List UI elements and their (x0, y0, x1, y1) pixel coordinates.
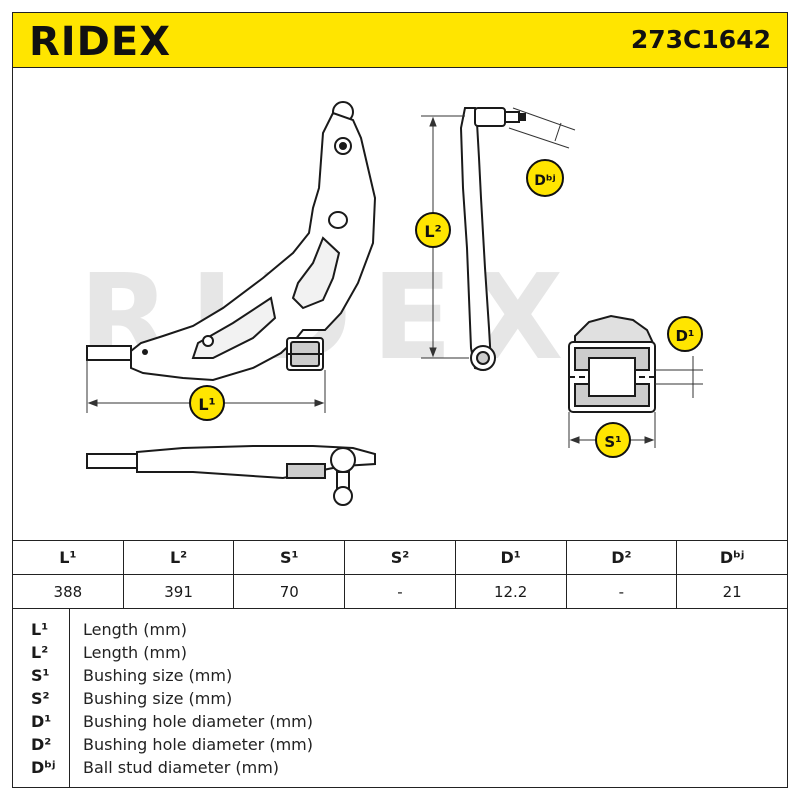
badge-l1: L¹ (189, 385, 225, 421)
legend: L¹ Length (mm) L² Length (mm) S¹ Bushing… (12, 608, 788, 788)
badge-l2: L² (415, 212, 451, 248)
badge-s1-text: S¹ (604, 433, 621, 451)
drawing-canvas: RIDEX (79, 101, 703, 506)
spec-header-row: L¹ L² S¹ S² D¹ D² Dᵇʲ (12, 540, 788, 575)
legend-description: Bushing hole diameter (mm) (83, 712, 313, 731)
spec-header: S¹ (233, 540, 346, 575)
legend-item: S² Bushing size (mm) (13, 689, 787, 711)
spec-value: 388 (12, 574, 124, 609)
spec-value: 70 (233, 574, 346, 609)
legend-key: L¹ (31, 620, 49, 639)
legend-divider (69, 608, 70, 787)
legend-description: Bushing size (mm) (83, 666, 233, 685)
legend-item: D¹ Bushing hole diameter (mm) (13, 712, 787, 734)
logo-text: RIDEX (29, 21, 171, 61)
legend-item: L² Length (mm) (13, 643, 787, 665)
badge-dbj: Dᵇʲ (526, 159, 564, 197)
badge-s1: S¹ (595, 422, 631, 458)
spec-value: - (565, 574, 678, 609)
part-number: 273C1642 (630, 25, 771, 54)
legend-item: S¹ Bushing size (mm) (13, 666, 787, 688)
dimension-s1 (568, 412, 656, 448)
spec-value: 391 (122, 574, 235, 609)
spec-header: L¹ (12, 540, 124, 575)
dimension-dbj (508, 107, 576, 149)
legend-key: D² (31, 735, 52, 754)
badge-d1-text: D¹ (675, 327, 694, 345)
control-arm-top-view (86, 101, 377, 382)
spec-header: Dᵇʲ (676, 540, 788, 575)
badge-l1-text: L¹ (198, 395, 215, 414)
badge-d1: D¹ (667, 316, 703, 352)
spec-table: L¹ L² S¹ S² D¹ D² Dᵇʲ 388 391 70 - 12.2 … (12, 540, 788, 609)
spec-value: - (344, 574, 456, 609)
legend-key: S¹ (31, 666, 50, 685)
control-arm-side-view (459, 107, 526, 372)
dimension-d1 (655, 356, 703, 398)
legend-description: Length (mm) (83, 620, 187, 639)
header-bar: RIDEX 273C1642 (12, 12, 788, 68)
legend-description: Ball stud diameter (mm) (83, 758, 280, 777)
legend-description: Bushing hole diameter (mm) (83, 735, 313, 754)
legend-key: L² (31, 643, 49, 662)
legend-key: S² (31, 689, 50, 708)
technical-drawing: RIDEX (12, 68, 788, 540)
legend-description: Bushing size (mm) (83, 689, 233, 708)
spec-header: D¹ (454, 540, 567, 575)
legend-item: L¹ Length (mm) (13, 620, 787, 642)
badge-dbj-text: Dᵇʲ (534, 173, 555, 189)
legend-key: D¹ (31, 712, 52, 731)
legend-item: D² Bushing hole diameter (mm) (13, 735, 787, 757)
legend-key: Dᵇʲ (31, 758, 56, 777)
spec-value: 21 (676, 574, 788, 609)
badge-l2-text: L² (424, 222, 441, 241)
spec-header: D² (565, 540, 678, 575)
legend-item: Dᵇʲ Ball stud diameter (mm) (13, 758, 787, 780)
spec-value-row: 388 391 70 - 12.2 - 21 (12, 574, 788, 609)
bushing-detail (568, 314, 656, 413)
spec-value: 12.2 (454, 574, 567, 609)
spec-header: S² (344, 540, 456, 575)
ridex-logo: RIDEX (29, 21, 171, 61)
spec-header: L² (122, 540, 235, 575)
control-arm-front-view (86, 445, 376, 506)
legend-description: Length (mm) (83, 643, 187, 662)
